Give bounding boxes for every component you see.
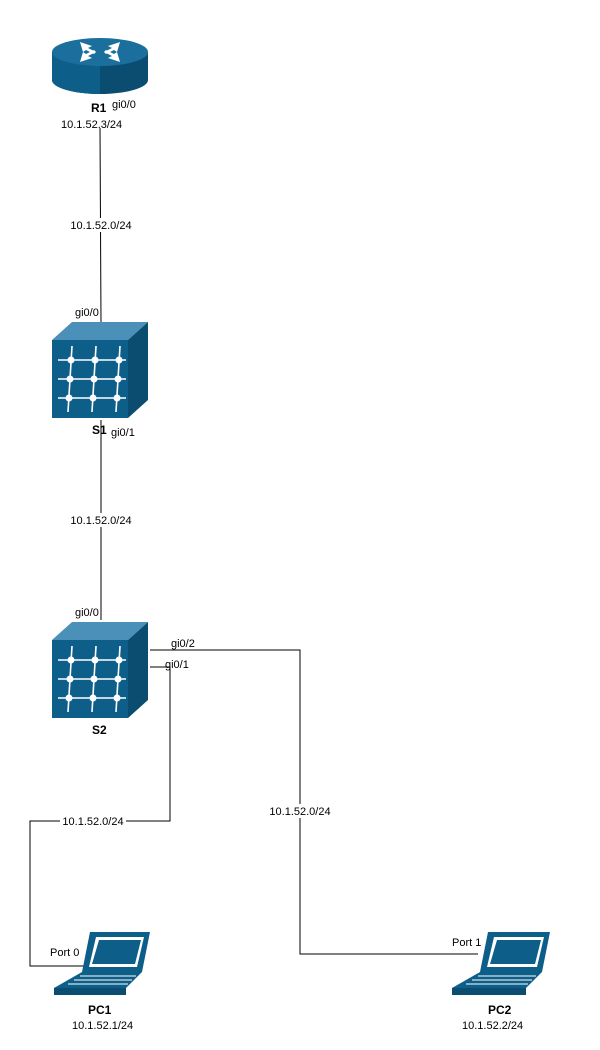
- port-label-pc2: Port 1: [452, 937, 481, 949]
- device-name-pc2: PC2: [488, 1003, 512, 1017]
- link-label-bg: [60, 814, 126, 828]
- device-ip-pc2: 10.1.52.2/24: [462, 1020, 523, 1032]
- host-pc2[interactable]: Port 1 PC2 10.1.52.2/24: [452, 932, 550, 1032]
- device-name-s1: S1: [92, 423, 107, 437]
- router-r1[interactable]: R1 gi0/0 10.1.52.3/24: [52, 38, 148, 131]
- switch-icon: [52, 322, 148, 418]
- link-label-s1-s2: 10.1.52.0/24: [70, 515, 131, 527]
- device-name-s2: S2: [92, 723, 107, 737]
- port-label-s2-gi0-0: gi0/0: [75, 607, 99, 619]
- host-pc1[interactable]: Port 0 PC1 10.1.52.1/24: [50, 932, 150, 1032]
- laptop-icon: [452, 932, 550, 995]
- device-name-r1: R1: [91, 101, 107, 115]
- link-label-bg: [68, 218, 134, 232]
- port-label-r1-gi0-0: gi0/0: [112, 99, 136, 111]
- port-label-s1-gi0-1: gi0/1: [111, 427, 135, 439]
- switch-icon: [52, 622, 148, 718]
- link-label-r1-s1: 10.1.52.0/24: [70, 220, 131, 232]
- device-ip-r1: 10.1.52.3/24: [61, 119, 122, 131]
- device-ip-pc1: 10.1.52.1/24: [72, 1020, 133, 1032]
- link-label-s2-pc2: 10.1.52.0/24: [269, 806, 330, 818]
- link-label-bg: [68, 513, 134, 527]
- switch-s1[interactable]: gi0/0 S1 gi0/1: [52, 307, 148, 439]
- port-label-s2-gi0-2: gi0/2: [171, 638, 195, 650]
- link-s2-pc2: [150, 649, 478, 955]
- port-label-pc1: Port 0: [50, 947, 79, 959]
- port-label-s1-gi0-0: gi0/0: [75, 307, 99, 319]
- device-name-pc1: PC1: [88, 1003, 112, 1017]
- link-label-bg: [267, 804, 333, 818]
- router-icon: [52, 38, 148, 94]
- link-label-s2-pc1: 10.1.52.0/24: [62, 816, 123, 828]
- switch-s2[interactable]: gi0/0 gi0/2 gi0/1 S2: [52, 607, 195, 737]
- port-label-s2-gi0-1: gi0/1: [165, 659, 189, 671]
- laptop-icon: [54, 932, 150, 995]
